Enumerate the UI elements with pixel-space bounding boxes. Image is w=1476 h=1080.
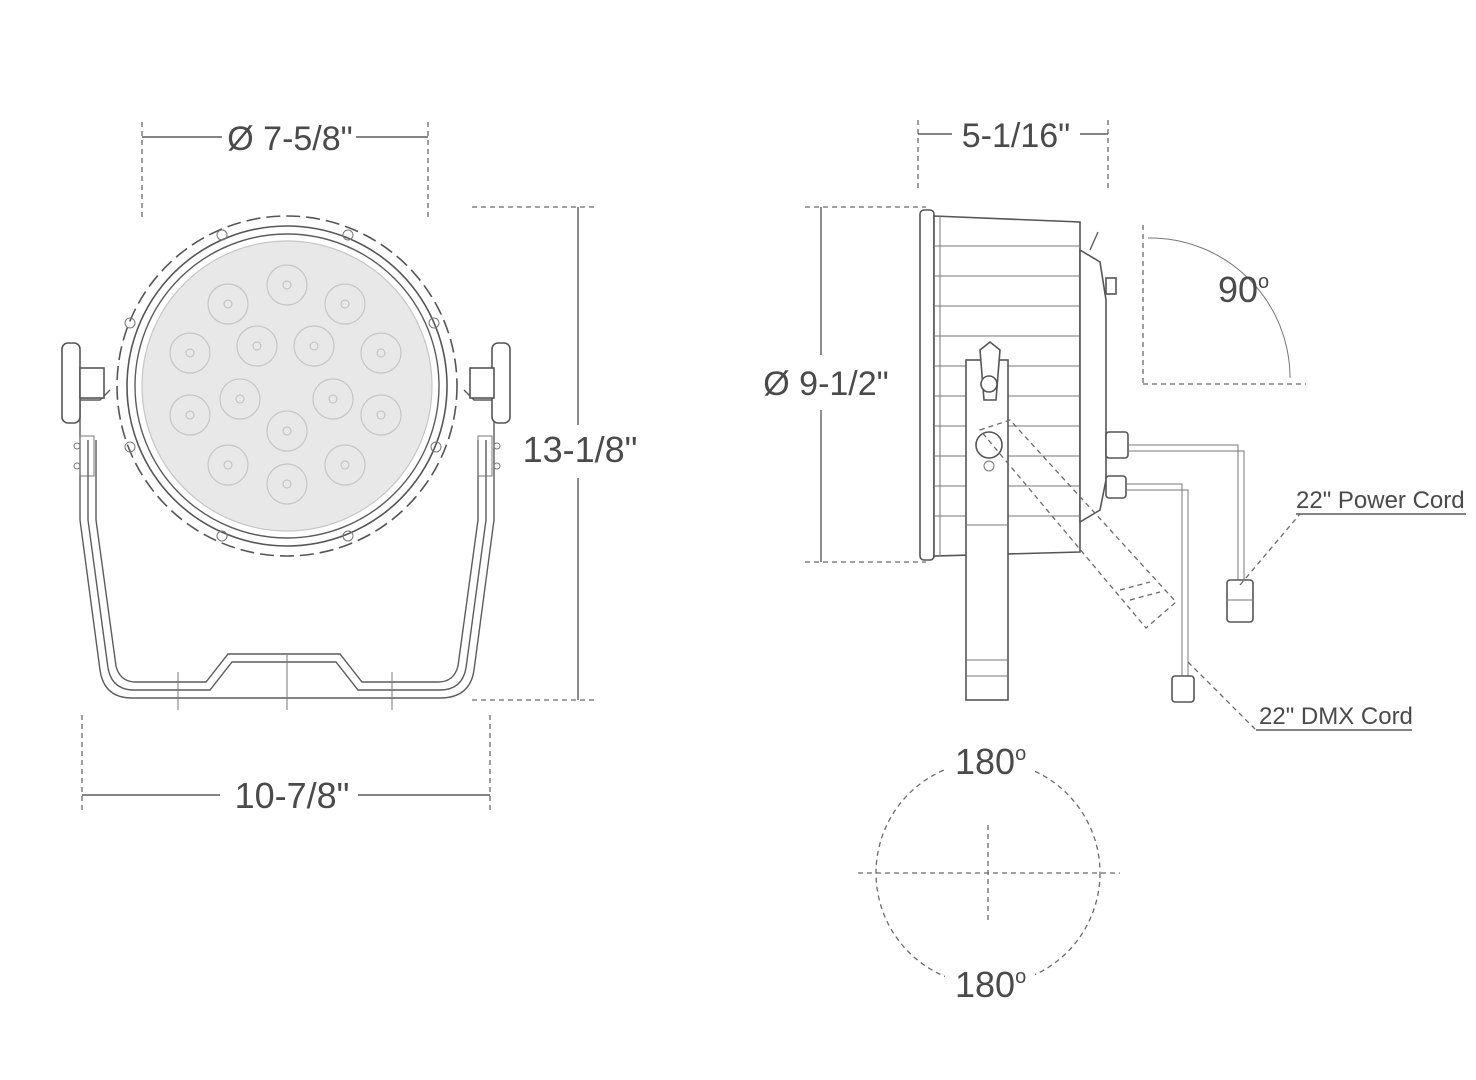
- left-knob: [61, 342, 81, 424]
- body-diameter-label: Ø 9-1/2": [763, 365, 888, 403]
- power-cord-label: 22" Power Cord: [1296, 487, 1465, 514]
- side-view: 5-1/16" Ø 9-1/2": [763, 117, 1466, 731]
- bottom-rotation-label: 180o: [955, 964, 1026, 1005]
- dmx-cord-label: 22" DMX Cord: [1259, 703, 1413, 730]
- lens-diameter-label: Ø 7-5/8": [227, 120, 352, 158]
- side-housing: [919, 209, 1129, 561]
- width-label: 10-7/8": [235, 775, 350, 816]
- side-yoke: [965, 340, 1177, 701]
- top-rotation-label: 180o: [955, 741, 1026, 782]
- power-connector: [1226, 579, 1254, 623]
- depth-dimension: 5-1/16": [917, 117, 1109, 192]
- dmx-cord-callout: 22" DMX Cord: [1187, 661, 1413, 731]
- power-cord-callout: 22" Power Cord: [1239, 487, 1466, 586]
- lens-diameter-dimension: Ø 7-5/8": [141, 120, 429, 218]
- body-diameter-dimension: Ø 9-1/2": [763, 206, 926, 563]
- width-dimension: 10-7/8": [81, 715, 491, 816]
- dmx-gland: [1105, 475, 1127, 499]
- power-cord: [1128, 444, 1254, 623]
- yoke-bracket: [61, 342, 511, 710]
- front-housing: [116, 215, 458, 557]
- front-view: Ø 7-5/8" 13-1/8" 10-7/8": [61, 120, 638, 816]
- rotation-view: 180o 180o: [858, 741, 1120, 1005]
- dmx-cord: [1126, 483, 1195, 703]
- tilt-angle: 90o: [1142, 225, 1306, 385]
- power-gland: [1105, 431, 1129, 459]
- led-array: [169, 264, 402, 505]
- tilt-angle-label: 90o: [1218, 269, 1269, 310]
- depth-label: 5-1/16": [962, 117, 1070, 155]
- dmx-connector: [1171, 675, 1195, 703]
- height-dimension: 13-1/8": [472, 206, 638, 701]
- height-label: 13-1/8": [523, 429, 638, 470]
